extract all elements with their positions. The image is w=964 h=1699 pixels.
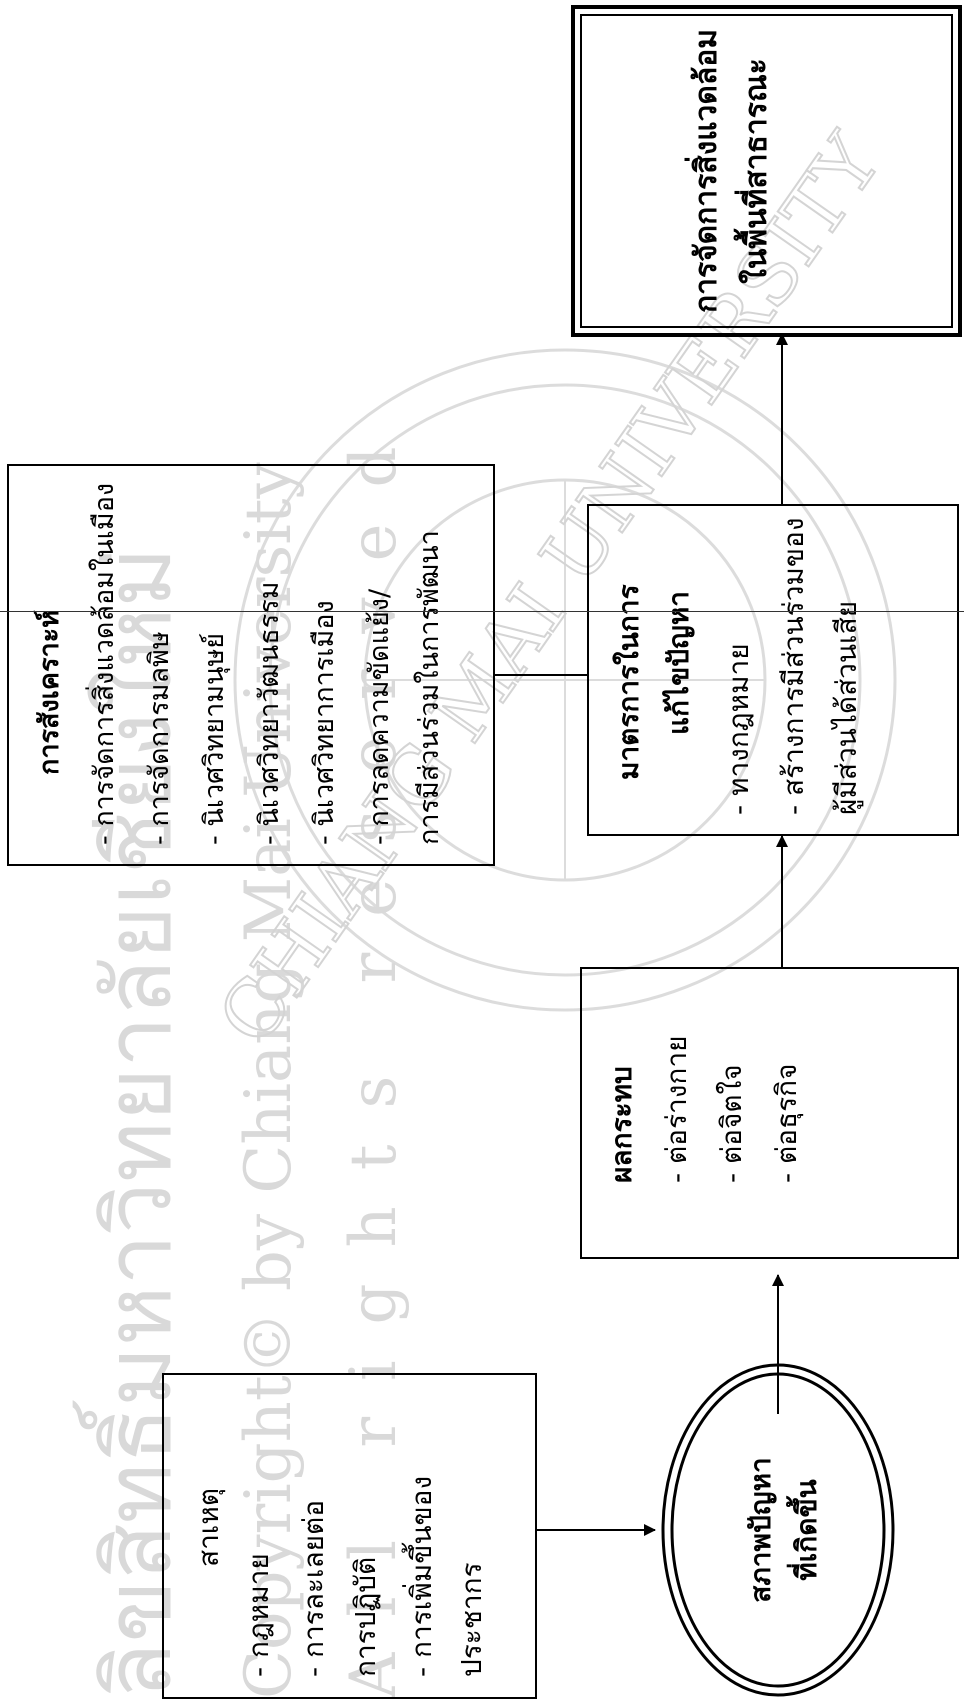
causes-line-3: การปฏิบัติ (349, 1557, 382, 1677)
situation-line-1: สภาพปัญหา (744, 1457, 777, 1603)
impact-line-1: - ต่อร่างกาย (660, 1035, 693, 1183)
scan-artifact-line (0, 611, 964, 612)
impact-box (580, 967, 959, 1259)
synthesis-line-7: การมีส่วนร่วมในการพัฒนา (413, 530, 445, 845)
situation-inner-ring (670, 1372, 886, 1688)
causes-text: สาเหตุ - กฎหมาย - การละเลยต่อ การปฏิบัติ… (192, 1476, 488, 1677)
causes-title: สาเหตุ (192, 1488, 226, 1567)
impact-line-3: - ต่อธุรกิจ (770, 1064, 804, 1184)
connectors (494, 333, 788, 1536)
causes-line-1: - กฎหมาย (242, 1553, 275, 1677)
synthesis-line-5: - นิเวศวิทยาการเมือง (309, 600, 340, 845)
synthesis-line-6: - การลดความขัดแย้ง/ (364, 588, 395, 845)
goal-line-2: ในพื้นที่สาธารณะ (733, 58, 774, 284)
synthesis-text: การสังเคราะห์ - การจัดการสิ่งแวดล้อมในเม… (33, 483, 445, 845)
causes-line-5: ประชากร (455, 1562, 488, 1677)
watermark-line-3: All rights reserved (337, 411, 411, 1699)
measures-box (587, 504, 959, 836)
synthesis-line-4: - นิเวศวิทยาวัฒนธรรม (254, 581, 285, 845)
situation-line-2: ที่เกิดขึ้น (785, 1479, 823, 1580)
goal-text: การจัดการสิ่งแวดล้อม ในพื้นที่สาธารณะ (684, 29, 774, 313)
measures-line-1: - ทางกฎหมาย (722, 643, 755, 815)
watermark-line-2: Copyright© by Chiang Mai University (232, 462, 306, 1699)
situation-text: สภาพปัญหา ที่เกิดขึ้น (744, 1457, 823, 1603)
situation-outer-ring (661, 1363, 895, 1697)
impact-line-2: - ต่อจิตใจ (715, 1064, 748, 1183)
measures-line-2: - สร้างการมีส่วนร่วมของ (777, 518, 810, 816)
goal-line-1: การจัดการสิ่งแวดล้อม (684, 29, 724, 313)
synthesis-box (7, 464, 495, 866)
measures-title-2: แก้ไขปัญหา (662, 591, 695, 735)
box-shapes (7, 5, 962, 1699)
causes-line-4: - การเพิ่มขึ้นของ (401, 1476, 438, 1677)
watermark-line-1: ลิขสิทธิ์มหาวิทยาลัยเชียงใหม่ (72, 547, 192, 1699)
impact-title: ผลกระทบ (605, 1066, 638, 1183)
causes-box (162, 1373, 537, 1699)
measures-title: มาตรการในการ (612, 584, 645, 780)
synthesis-title: การสังเคราะห์ (33, 610, 65, 775)
measures-text: มาตรการในการ แก้ไขปัญหา - ทางกฎหมาย - สร… (612, 518, 864, 816)
goal-box-outer (571, 5, 962, 337)
copyright-watermark: ลิขสิทธิ์มหาวิทยาลัยเชียงใหม่ Copyright©… (72, 411, 411, 1699)
synthesis-line-2: - การจัดการมลพิษ (144, 631, 175, 845)
measures-line-3: ผู้มีส่วนได้ส่วนเสีย (830, 601, 864, 815)
university-seal-watermark (233, 348, 897, 1012)
goal-box-inner (580, 14, 953, 328)
impact-text: ผลกระทบ - ต่อร่างกาย - ต่อจิตใจ - ต่อธุร… (605, 1035, 804, 1183)
synthesis-line-1: - การจัดการสิ่งแวดล้อมในเมือง (85, 483, 120, 845)
synthesis-line-3: - นิเวศวิทยามนุษย์ (198, 633, 231, 845)
causes-line-2: - การละเลยต่อ (297, 1500, 330, 1677)
